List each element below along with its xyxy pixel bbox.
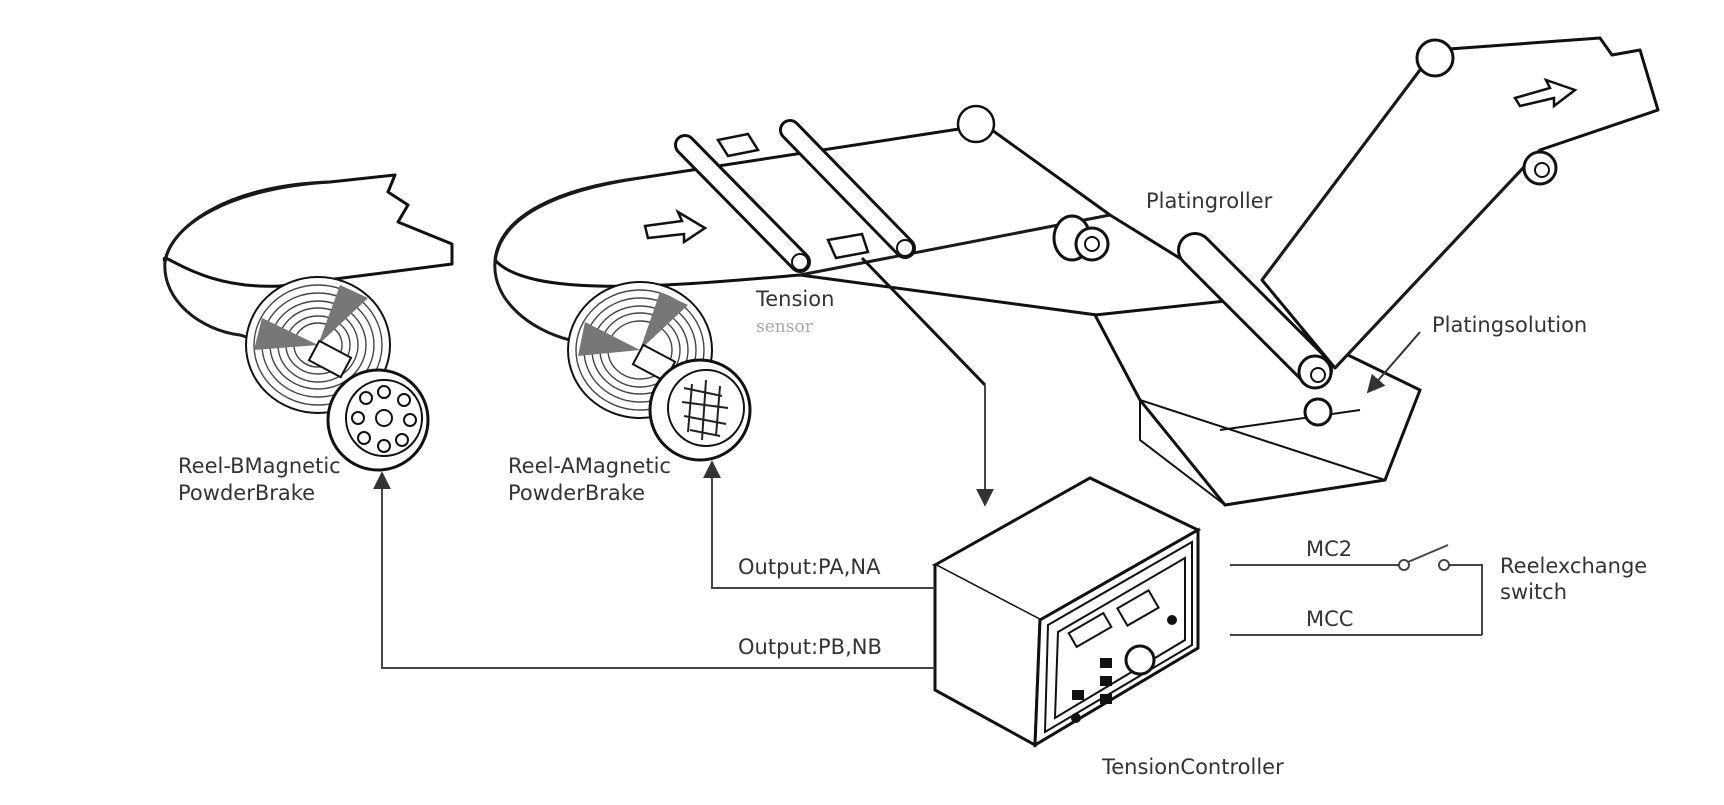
plating-section bbox=[956, 36, 1660, 507]
tension-rollers bbox=[674, 119, 987, 387]
reel-switch-label-1: Reelexchange bbox=[1500, 554, 1647, 578]
reel-b-brake-icon bbox=[326, 368, 430, 472]
reel-b bbox=[162, 173, 454, 472]
controller-knob-icon bbox=[1124, 644, 1156, 676]
mcc-label: MCC bbox=[1306, 607, 1353, 631]
plating-solution-pointer bbox=[1366, 331, 1421, 394]
film-direction-arrow-icon bbox=[643, 208, 708, 245]
reel-a-brake-icon bbox=[648, 358, 752, 462]
tension-controller bbox=[931, 476, 1202, 748]
rising-film-arrow-icon bbox=[1513, 77, 1578, 109]
reel-switch-label-2: switch bbox=[1500, 580, 1567, 604]
output-b-label: Output:PB,NB bbox=[738, 635, 882, 659]
reel-b-label-1: Reel-BMagnetic bbox=[178, 454, 341, 478]
output-b-wire bbox=[373, 471, 935, 669]
plating-solution-label: Platingsolution bbox=[1432, 313, 1587, 337]
plating-roller-label: Platingroller bbox=[1146, 189, 1273, 213]
mc2-label: MC2 bbox=[1306, 537, 1352, 561]
switch-icon bbox=[1398, 544, 1450, 571]
tension-sensor-label-1: Tension bbox=[755, 287, 834, 311]
wiring bbox=[373, 331, 1483, 669]
tension-controller-label: TensionController bbox=[1101, 755, 1284, 779]
output-a-label: Output:PA,NA bbox=[738, 555, 881, 579]
reel-b-film bbox=[162, 173, 454, 288]
reel-a-label-2: PowderBrake bbox=[508, 481, 645, 505]
tension-sensor-label-2: sensor bbox=[756, 317, 814, 337]
output-a-wire bbox=[703, 460, 935, 589]
reel-a-label-1: Reel-AMagnetic bbox=[508, 454, 671, 478]
guide-roller-icon bbox=[1052, 214, 1110, 262]
labels: Reel-BMagnetic PowderBrake Reel-AMagneti… bbox=[178, 189, 1647, 779]
reel-b-label-2: PowderBrake bbox=[178, 481, 315, 505]
